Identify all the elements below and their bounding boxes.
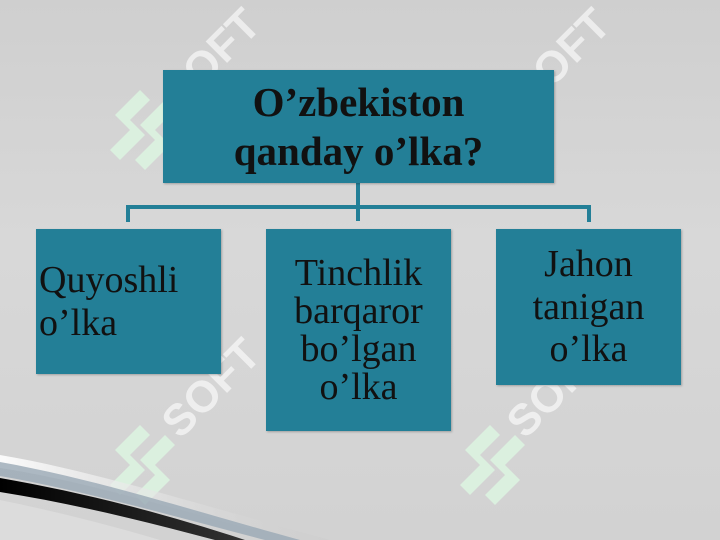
root-node: O’zbekiston qanday o’lka? [163,70,554,183]
child-node-label: Tinchlik barqaror bo’lgan o’lka [294,252,423,408]
child-node-2: Tinchlik barqaror bo’lgan o’lka [266,229,451,431]
child-node-3: Jahon tanigan o’lka [496,229,681,385]
child-node-label: Jahon tanigan o’lka [532,243,645,371]
root-node-label: O’zbekiston qanday o’lka? [233,79,484,174]
soft-logo-icon [110,425,175,505]
child-node-label: Quyoshli o’lka [39,258,179,344]
child-node-1: Quyoshli o’lka [36,229,221,374]
soft-logo-icon [460,425,525,505]
